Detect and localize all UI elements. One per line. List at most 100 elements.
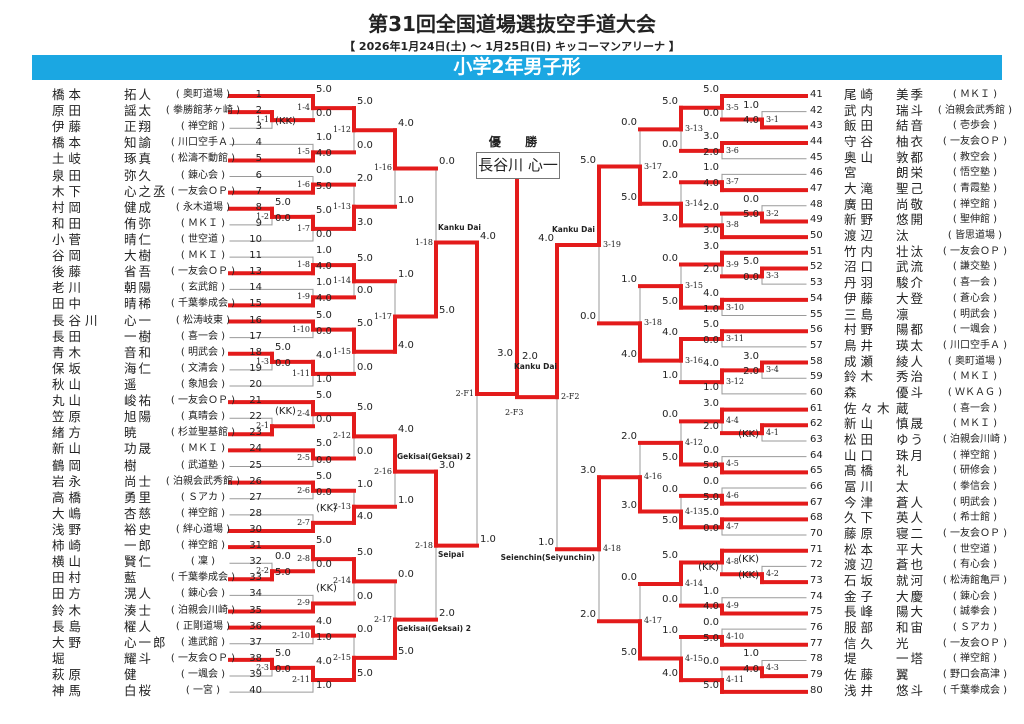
entry-row[interactable]: 小菅晴仁( 世空道 )10 (52, 232, 262, 248)
entry-row[interactable]: 原田謡太( 拳勝館茅ヶ崎 )2 (52, 103, 262, 119)
entry-row[interactable]: 田村藍( 千葉拳成会 )33 (52, 570, 262, 586)
entry-row[interactable]: 保坂海仁( 文清会 )19 (52, 361, 262, 377)
entry-row[interactable]: 田方滉人( 錬心会 )34 (52, 586, 262, 602)
entry-row[interactable]: 鶴岡樹( 武道塾 )25 (52, 458, 262, 474)
entry-row[interactable]: 谷岡大樹( ＭＫＩ )11 (52, 248, 262, 264)
entry-row[interactable]: 橋本拓人( 奥町道場 )1 (52, 87, 262, 103)
athlete-family-name: 今津 (844, 494, 878, 510)
club-name: ( 錬心会 ) (180, 169, 226, 181)
club-label: 明武会 (960, 308, 990, 320)
entry-number: 65 (810, 465, 823, 477)
entry-row[interactable]: 伊藤正翔( 禅空館 )3 (52, 119, 262, 135)
entry-row[interactable]: 長谷川心一( 松涛岐東 )16 (52, 313, 262, 329)
entry-row[interactable]: 横山賢仁( 凜 )32 (52, 554, 262, 570)
entry-row[interactable]: 村岡健成( 永木道場 )8 (52, 200, 262, 216)
athlete-given-name: 知諭 (124, 135, 154, 151)
entry-row[interactable]: 萩原健( 一颯会 )39 (52, 667, 262, 683)
entry-row[interactable]: 和田侑弥( ＭＫＩ )9 (52, 216, 262, 232)
match-id: 2-9 (297, 598, 310, 608)
athlete-given-name: 陽都 (896, 322, 926, 338)
entry-row[interactable]: 老川朝陽( 玄武館 )14 (52, 280, 262, 296)
entry-row[interactable]: 長田一樹( 喜一会 )17 (52, 329, 262, 345)
entry-row[interactable]: 丸山峻祐( 一友会ＯＰ )21 (52, 393, 262, 409)
match-id: 2-8 (297, 554, 310, 564)
entry-row[interactable]: 緒方暁( 杉並聖基館 )23 (52, 425, 262, 441)
entry-row[interactable]: 柿崎一郎( 禅空館 )31 (52, 538, 262, 554)
entry-row[interactable]: 神馬白桜( 一宮 )40 (52, 683, 262, 699)
athlete-family-name: 武内 (844, 102, 878, 118)
entry-row[interactable]: 田中晴稀( 千葉拳成会 )15 (52, 296, 262, 312)
club-label: 川口空手Ａ (950, 339, 1000, 351)
entry-row[interactable]: 長島櫂人( 正剛道場 )36 (52, 619, 262, 635)
entry-row[interactable]: 堀耀斗( 一友会ＯＰ )38 (52, 651, 262, 667)
match-score: 3.0 (662, 213, 678, 225)
entry-row[interactable]: 大嶋杏慈( 禅空館 )28 (52, 506, 262, 522)
entry-row[interactable]: 土岐琢真( 松濤不動館 )5 (52, 151, 262, 167)
match-score: 1.0 (703, 303, 719, 315)
club-name: ( 泊親会川崎 ) (170, 604, 236, 616)
club-name: ( 奥町道場 ) (947, 355, 1003, 367)
entry-row[interactable]: 浅野裕史( 絆心道場 )30 (52, 522, 262, 538)
athlete-given-name: 音和 (124, 344, 154, 360)
entry-row[interactable]: 秋山遥( 象旭会 )20 (52, 377, 262, 393)
entry-row[interactable]: 木下心之丞( 一友会ＯＰ )7 (52, 184, 262, 200)
entry-row[interactable]: 高橋勇里( Ｓアカ )27 (52, 490, 262, 506)
entry-row[interactable]: 笠原旭陽( 真晴会 )22 (52, 409, 262, 425)
entry-number: 2 (255, 105, 262, 117)
entry-row[interactable]: 新山功晟( ＭＫＩ )24 (52, 441, 262, 457)
entry-number: 74 (810, 590, 823, 602)
entry-number: 20 (249, 378, 262, 390)
athlete-given-name: 弥久 (124, 167, 154, 183)
entry-row[interactable]: 大野心一郎( 進武館 )37 (52, 635, 262, 651)
entry-row[interactable]: 泉田弥久( 錬心会 )6 (52, 168, 262, 184)
athlete-family-name: 佐々木 (844, 400, 894, 416)
entry-row[interactable]: 後藤省吾( 一友会ＯＰ )13 (52, 264, 262, 280)
entry-row[interactable]: 橋本知諭( 川口空手Ａ )4 (52, 135, 262, 151)
entry-row[interactable]: 鈴木湊士( 泊親会川崎 )35 (52, 603, 262, 619)
entry-row[interactable]: 岩永尚士( 泊親会武秀館 )26 (52, 474, 262, 490)
match-score: 4.0 (703, 178, 719, 190)
athlete-family-name: 奥山 (844, 149, 878, 165)
entry-row[interactable]: 青木音和( 明武会 )18 (52, 345, 262, 361)
entry-number: 41 (810, 89, 823, 100)
